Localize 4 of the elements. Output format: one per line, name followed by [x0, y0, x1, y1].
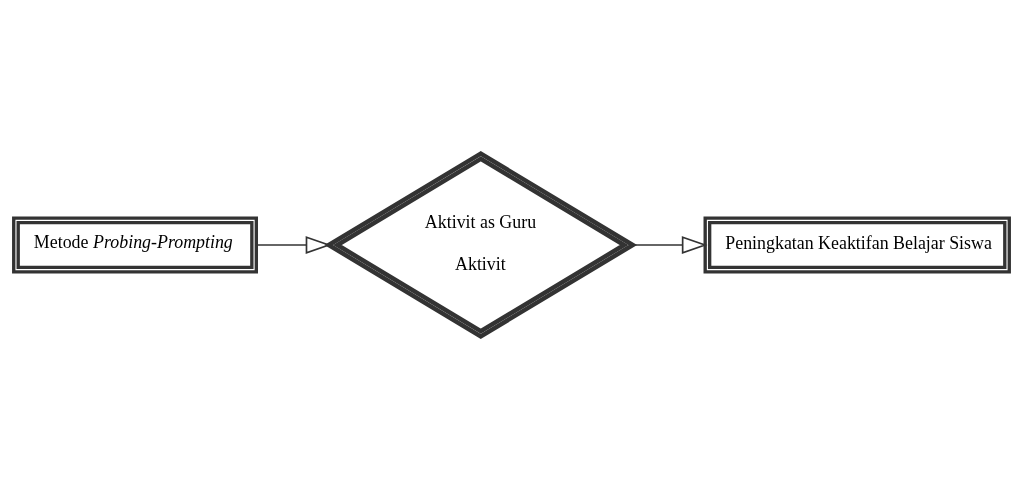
arrow: [632, 236, 708, 254]
node-box: Metode Probing-Prompting: [12, 216, 258, 274]
node-diamond: Aktivit as Guru Aktivit: [324, 151, 638, 339]
node-box: Peningkatan Keaktifan Belajar Siswa: [703, 216, 1011, 274]
